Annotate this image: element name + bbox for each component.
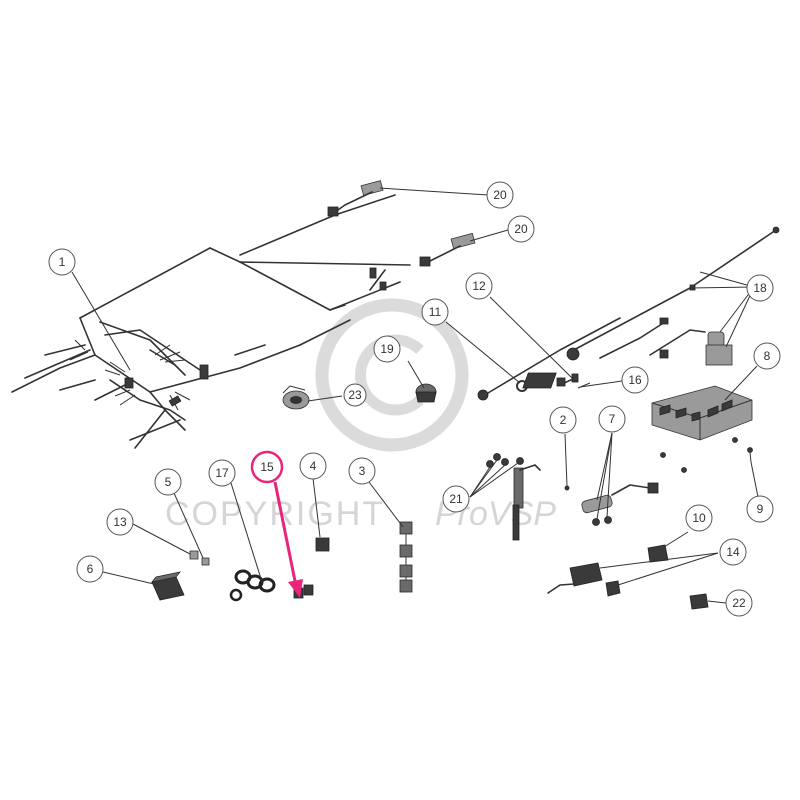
callout-7-label: 7 bbox=[609, 412, 616, 426]
callout-23-label: 23 bbox=[348, 388, 362, 402]
part-23-grommet-drawing bbox=[282, 385, 310, 410]
callout-17[interactable]: 17 bbox=[208, 459, 236, 487]
part-17-drawing bbox=[229, 569, 276, 602]
callout-14[interactable]: 14 bbox=[719, 538, 747, 566]
part-21-drawing bbox=[486, 453, 541, 541]
callout-2-label: 2 bbox=[560, 413, 567, 427]
callout-22-label: 22 bbox=[732, 596, 746, 610]
callout-10-label: 10 bbox=[692, 511, 706, 525]
part-20-lower-drawing bbox=[419, 232, 476, 267]
callout-20-lower-label: 20 bbox=[514, 222, 528, 236]
callout-23[interactable]: 23 bbox=[343, 383, 367, 407]
callout-4[interactable]: 4 bbox=[299, 452, 327, 480]
callout-16-label: 16 bbox=[628, 373, 642, 387]
copyright-symbol-icon bbox=[315, 298, 469, 452]
part-14-drawing bbox=[547, 562, 621, 597]
callout-10[interactable]: 10 bbox=[685, 504, 713, 532]
leader-lines bbox=[71, 187, 759, 604]
part-10-drawing bbox=[647, 544, 669, 563]
callout-9[interactable]: 9 bbox=[746, 495, 774, 523]
watermark-copyright-text: COPYRIGHT bbox=[165, 495, 385, 533]
part-22-drawing bbox=[689, 593, 709, 610]
part-4-drawing bbox=[315, 537, 330, 552]
callout-1[interactable]: 1 bbox=[48, 248, 76, 276]
part-6-drawing bbox=[150, 571, 185, 601]
callout-13[interactable]: 13 bbox=[106, 508, 134, 536]
callout-17-label: 17 bbox=[215, 466, 229, 480]
callout-3-label: 3 bbox=[359, 464, 366, 478]
part-20-upper-drawing bbox=[327, 180, 384, 217]
callout-12[interactable]: 12 bbox=[465, 272, 493, 300]
part-7-drawing bbox=[581, 482, 659, 526]
callout-18-label: 18 bbox=[753, 281, 767, 295]
callout-8[interactable]: 8 bbox=[753, 342, 781, 370]
callout-6[interactable]: 6 bbox=[76, 555, 104, 583]
callout-3[interactable]: 3 bbox=[348, 457, 376, 485]
callout-19[interactable]: 19 bbox=[373, 335, 401, 363]
callout-11-label: 11 bbox=[429, 305, 442, 319]
callout-8-label: 8 bbox=[764, 349, 771, 363]
callout-5[interactable]: 5 bbox=[154, 468, 182, 496]
callout-1-label: 1 bbox=[59, 255, 66, 269]
callout-2[interactable]: 2 bbox=[549, 406, 577, 434]
main-harness-drawing bbox=[11, 194, 411, 449]
callout-14-label: 14 bbox=[726, 545, 740, 559]
callout-4-label: 4 bbox=[310, 459, 317, 473]
copyright-watermark: COPYRIGHT ProVSP bbox=[165, 298, 556, 533]
callout-16[interactable]: 16 bbox=[621, 366, 649, 394]
highlight-arrow bbox=[273, 481, 303, 598]
callout-22[interactable]: 22 bbox=[725, 589, 753, 617]
callout-15-label: 15 bbox=[260, 460, 274, 474]
callout-7[interactable]: 7 bbox=[598, 405, 626, 433]
part-12-16-drawing bbox=[556, 373, 591, 389]
callout-15[interactable]: 15 bbox=[250, 450, 284, 484]
part-9-screw-drawing bbox=[747, 447, 753, 463]
callout-11[interactable]: 11 bbox=[421, 298, 449, 326]
part-13-drawing bbox=[189, 550, 199, 560]
callout-20-lower[interactable]: 20 bbox=[507, 215, 535, 243]
callout-21-label: 21 bbox=[449, 492, 463, 506]
callout-5-label: 5 bbox=[165, 475, 172, 489]
callout-6-label: 6 bbox=[87, 562, 94, 576]
copyright-symbol-c-icon bbox=[355, 334, 424, 416]
callout-20-upper-label: 20 bbox=[493, 188, 507, 202]
callout-20-upper[interactable]: 20 bbox=[486, 181, 514, 209]
callout-12-label: 12 bbox=[472, 279, 486, 293]
callout-13-label: 13 bbox=[113, 515, 127, 529]
part-19-drawing bbox=[415, 383, 437, 403]
callout-18[interactable]: 18 bbox=[746, 274, 774, 302]
part-3-drawing bbox=[399, 521, 413, 593]
part-5-drawing bbox=[201, 557, 210, 566]
part-8-fuse-box-drawing bbox=[522, 372, 753, 473]
callout-9-label: 9 bbox=[757, 502, 764, 516]
part-2-drawing bbox=[564, 485, 570, 491]
callout-21[interactable]: 21 bbox=[442, 485, 470, 513]
callout-19-label: 19 bbox=[380, 342, 394, 356]
